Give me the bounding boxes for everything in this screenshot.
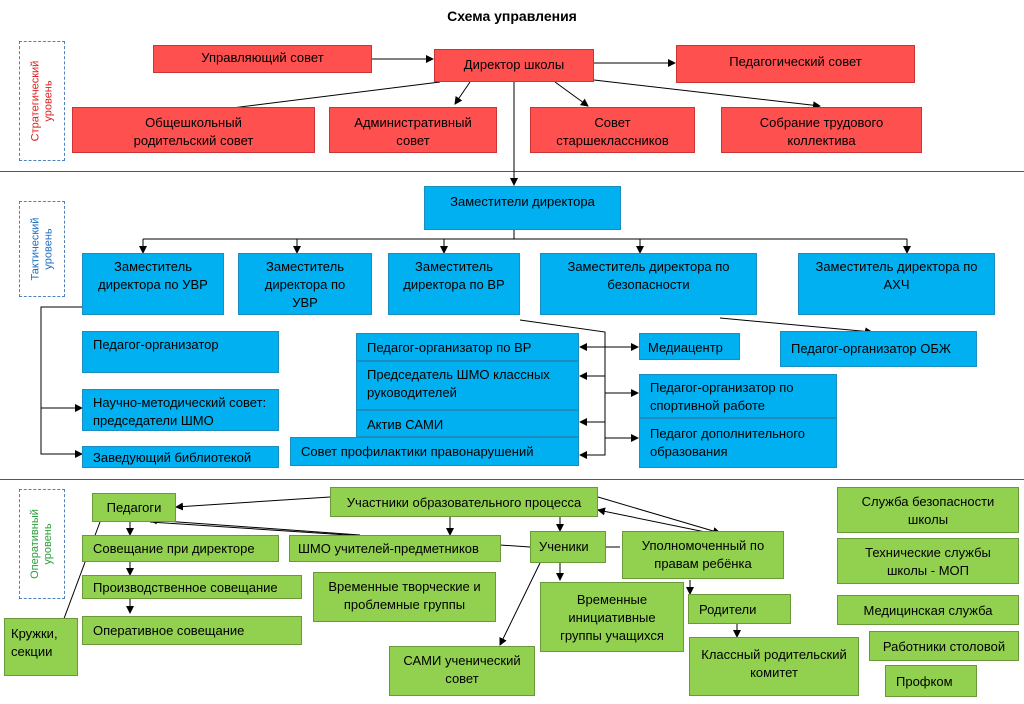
- connector: [719, 317, 873, 336]
- connector: [454, 81, 471, 105]
- shmo-subject-node: ШМО учителей-предметников: [289, 535, 501, 562]
- canteen-node: Работники столовой: [869, 631, 1019, 661]
- media-center-node: Медиацентр: [639, 333, 740, 360]
- tech-services-node: Технические службы школы - МОП: [837, 538, 1019, 584]
- ped-council-node: Педагогический совет: [676, 45, 915, 83]
- level-label-tactical: Тактический уровень: [19, 201, 65, 297]
- operative-meeting-node: Оперативное совещание: [82, 616, 302, 645]
- class-committee-node: Классный родительский комитет: [689, 637, 859, 696]
- deputy-safety-node: Заместитель директора по безопасности: [540, 253, 757, 315]
- participants-node: Участники образовательного процесса: [330, 487, 598, 517]
- temp-groups-node: Временные творческие и проблемные группы: [313, 572, 496, 622]
- parent-council-node: Общешкольный родительский совет: [72, 107, 315, 153]
- connector: [554, 81, 589, 107]
- deputy-uvr-2-node: Заместитель директора по УВР: [238, 253, 372, 315]
- sci-council-node: Научно-методический совет: председатели …: [82, 389, 279, 431]
- connector: [175, 496, 331, 511]
- initiative-groups-node: Временные инициативные группы учащихся: [540, 582, 684, 652]
- level-label-strategic: Стратегический уровень: [19, 41, 65, 161]
- prevention-council-node: Совет профилактики правонарушений: [290, 437, 579, 466]
- ped-org-obzh-node: Педагог-организатор ОБЖ: [780, 331, 977, 367]
- director-node: Директор школы: [434, 49, 594, 82]
- deputy-uvr-1-node: Заместитель директора по УВР: [82, 253, 224, 315]
- production-meeting-node: Производственное совещание: [82, 575, 302, 599]
- security-node: Служба безопасности школы: [837, 487, 1019, 533]
- connector: [597, 507, 721, 536]
- students-node: Ученики: [530, 531, 606, 563]
- connector: [40, 306, 83, 458]
- clubs-node: Кружки, секции: [4, 618, 78, 676]
- connector: [593, 79, 821, 110]
- admin-council-node: Административный совет: [329, 107, 497, 153]
- ped-org-vr-node: Педагог-организатор по ВР: [356, 333, 579, 361]
- deputy-vr-node: Заместитель директора по ВР: [388, 253, 520, 315]
- page-title: Схема управления: [447, 8, 577, 24]
- teachers-node: Педагоги: [92, 493, 176, 522]
- ombudsman-node: Уполномоченный по правам ребёнка: [622, 531, 784, 579]
- senior-council-node: Совет старшеклассников: [530, 107, 695, 153]
- level-separator: [0, 171, 1024, 172]
- parents-node: Родители: [688, 594, 791, 624]
- level-separator: [0, 479, 1024, 480]
- activ-sami-node: Актив САМИ: [356, 410, 579, 437]
- meeting-director-node: Совещание при директоре: [82, 535, 279, 562]
- connector: [499, 562, 541, 646]
- ped-org-node: Педагог-организатор: [82, 331, 279, 373]
- medical-node: Медицинская служба: [837, 595, 1019, 625]
- shmo-head-node: Председатель ШМО классных руководителей: [356, 361, 579, 410]
- connector: [149, 516, 361, 536]
- ped-extra-node: Педагог дополнительного образования: [639, 418, 837, 468]
- staff-assembly-node: Собрание трудового коллектива: [721, 107, 922, 153]
- deputy-ahch-node: Заместитель директора по АХЧ: [798, 253, 995, 315]
- union-node: Профком: [885, 665, 977, 697]
- library-node: Заведующий библиотекой: [82, 446, 279, 468]
- sami-council-node: САМИ ученический совет: [389, 646, 535, 696]
- ped-org-sport-node: Педагог-организатор по спортивной работе: [639, 374, 837, 418]
- level-label-operational: Оперативный уровень: [19, 489, 65, 599]
- connector: [597, 496, 721, 535]
- managing-council-node: Управляющий совет: [153, 45, 372, 73]
- deputies-node: Заместители директора: [424, 186, 621, 230]
